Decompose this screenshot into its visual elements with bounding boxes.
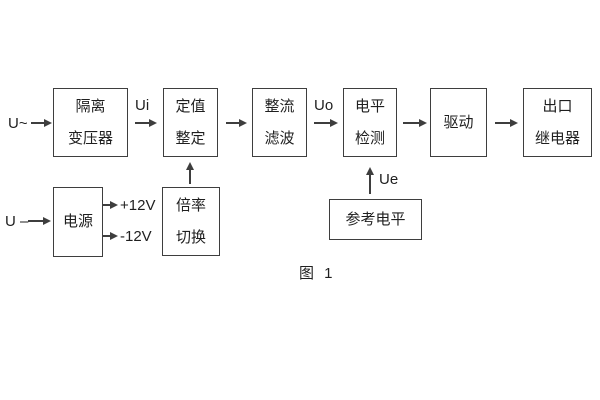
block-output-relay-line2: 继电器 <box>534 129 580 147</box>
block-driver-line1: 驱动 <box>443 113 474 131</box>
label-minus-12v: -12V <box>120 228 152 245</box>
block-level-detector-line2: 检测 <box>354 129 385 147</box>
block-setpoint-adjust-line2: 整定 <box>175 129 206 147</box>
arrow-ratio-switch-to-setpoint <box>189 169 191 184</box>
arrow-setpoint-to-rectifier <box>226 122 240 124</box>
arrow-power-minus12v <box>103 235 111 237</box>
label-ue: Ue <box>379 171 399 188</box>
block-output-relay: 出口 继电器 <box>523 88 592 157</box>
arrow-transformer-to-setpoint <box>135 122 150 124</box>
block-level-detector-line1: 电平 <box>354 97 385 115</box>
label-input-ac: U~ <box>8 115 28 132</box>
arrow-input-dc-to-power <box>28 220 44 222</box>
label-ui: Ui <box>135 97 150 114</box>
label-plus-12v: +12V <box>120 197 156 214</box>
block-rectifier-filter: 整流 滤波 <box>252 88 307 157</box>
block-level-detector: 电平 检测 <box>343 88 397 157</box>
block-rectifier-filter-line1: 整流 <box>264 97 295 115</box>
block-isolation-transformer-line1: 隔离 <box>75 97 106 115</box>
block-setpoint-adjust-line1: 定值 <box>175 97 206 115</box>
block-ratio-switch: 倍率 切换 <box>162 187 220 256</box>
block-isolation-transformer-line2: 变压器 <box>67 129 113 147</box>
arrow-level-detector-to-driver <box>403 122 420 124</box>
block-setpoint-adjust: 定值 整定 <box>163 88 218 157</box>
arrow-reference-to-level-detector <box>369 174 371 194</box>
block-driver: 驱动 <box>430 88 487 157</box>
label-input-dc: U – <box>5 213 29 230</box>
block-rectifier-filter-line2: 滤波 <box>264 129 295 147</box>
arrow-driver-to-output-relay <box>495 122 511 124</box>
block-power-supply-line1: 电源 <box>62 213 93 230</box>
block-reference-level-line1: 参考电平 <box>345 210 406 228</box>
block-ratio-switch-line2: 切换 <box>175 228 206 246</box>
block-power-supply: 电源 <box>53 187 103 257</box>
block-reference-level: 参考电平 <box>329 199 422 240</box>
label-uo: Uo <box>314 97 334 114</box>
block-output-relay-line1: 出口 <box>542 97 573 115</box>
arrow-power-plus12v <box>103 204 111 206</box>
figure-caption: 图 1 <box>299 265 336 282</box>
arrow-rectifier-to-level-detector <box>314 122 331 124</box>
block-ratio-switch-line1: 倍率 <box>175 196 206 214</box>
arrow-input-ac-to-transformer <box>31 122 45 124</box>
block-isolation-transformer: 隔离 变压器 <box>53 88 128 157</box>
